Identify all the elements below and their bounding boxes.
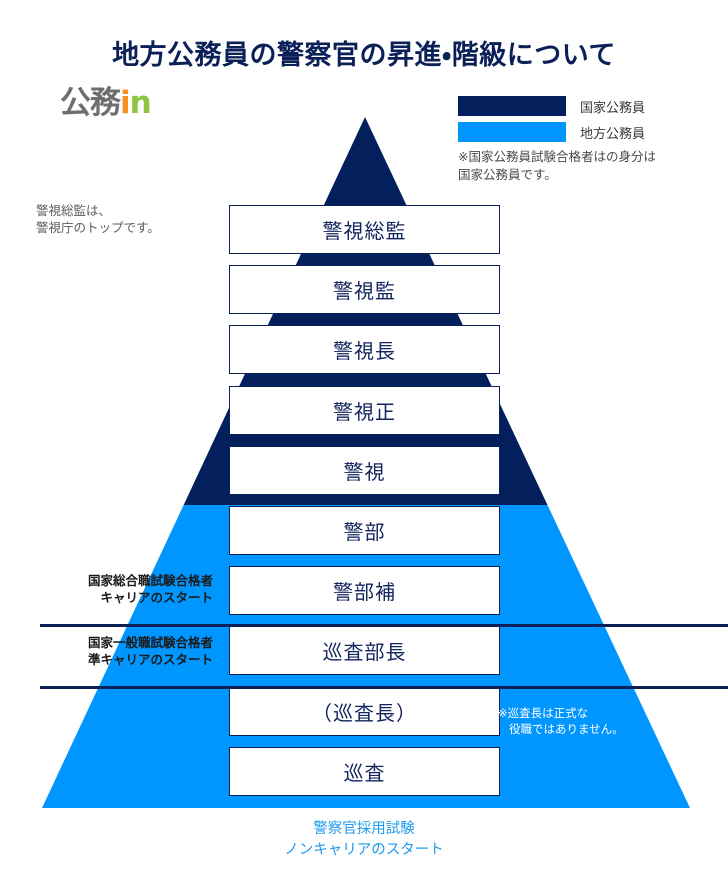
rank-label: 警視 <box>343 459 386 484</box>
rank-label: 警部 <box>343 520 386 544</box>
legend-swatch-local <box>458 122 566 142</box>
rank-label: 巡査 <box>343 760 386 785</box>
legend-label-national: 国家公務員 <box>580 100 646 116</box>
rank-label: 警視総監 <box>322 219 407 243</box>
logo-letter-n: n <box>129 85 152 121</box>
rank-label: 警部補 <box>333 580 396 605</box>
rank-label: 巡査部長 <box>322 640 407 665</box>
annotation-junsacho-line-2: 役職ではありません。 <box>509 721 624 736</box>
rank-box: 警視長 <box>229 325 500 375</box>
annotation-junsacho: ※巡査長は正式な 役職ではありません。 <box>498 706 624 737</box>
rank-box: 警視総監 <box>229 205 500 254</box>
legend-note-line-2: 国家公務員です。 <box>458 167 557 183</box>
legend-item-local: 地方公務員 <box>458 122 724 142</box>
rank-box: 警視正 <box>229 385 500 435</box>
annotation-keishi-sokan-line-2: 警視庁のトップです。 <box>36 219 160 235</box>
bottom-caption: 警察官採用試験 ノンキャリアのスタート <box>0 819 728 861</box>
legend-note: ※国家公務員試験合格者はの身分は 国家公務員です。 <box>458 148 724 184</box>
annotation-semi-career-start-line-1: 国家一般職試験合格者 <box>87 635 213 650</box>
rank-box: 警視監 <box>229 265 500 315</box>
rank-box: 警部補 <box>229 566 500 616</box>
annotation-semi-career-start: 国家一般職試験合格者 準キャリアのスタート <box>28 635 213 669</box>
annotation-keishi-sokan-line-1: 警視総監は、 <box>36 203 112 218</box>
bottom-caption-line-2: ノンキャリアのスタート <box>284 842 444 859</box>
legend-item-national: 国家公務員 <box>458 96 724 116</box>
site-logo: 公務in <box>60 85 152 121</box>
rank-label: 警視監 <box>333 279 396 304</box>
page-title: 地方公務員の警察官の昇進・階級について <box>112 40 616 71</box>
annotation-junsacho-line-1: ※巡査長は正式な <box>498 706 589 720</box>
rank-box: 警視 <box>229 445 500 495</box>
rank-box: 巡査 <box>229 746 500 796</box>
legend: 国家公務員 地方公務員 ※国家公務員試験合格者はの身分は 国家公務員です。 <box>458 96 724 184</box>
rank-label: （巡査長） <box>312 700 417 725</box>
divider-semi-career-line <box>40 686 728 689</box>
legend-swatch-national <box>458 96 566 116</box>
logo-text-komu: 公務 <box>60 85 121 121</box>
logo-letter-i: i <box>120 85 131 121</box>
annotation-career-start: 国家総合職試験合格者 キャリアのスタート <box>28 573 213 607</box>
rank-label: 警視正 <box>333 399 396 424</box>
rank-box: 巡査部長 <box>229 626 500 676</box>
bottom-caption-line-1: 警察官採用試験 <box>313 821 415 837</box>
rank-box: （巡査長） <box>229 686 500 736</box>
rank-label: 警視長 <box>333 339 396 364</box>
legend-label-local: 地方公務員 <box>580 126 646 142</box>
annotation-keishi-sokan: 警視総監は、 警視庁のトップです。 <box>36 203 211 237</box>
legend-note-line-1: ※国家公務員試験合格者はの身分は <box>458 149 656 164</box>
rank-box: 警部 <box>229 506 500 555</box>
annotation-semi-career-start-line-2: 準キャリアのスタート <box>87 651 213 667</box>
annotation-career-start-line-1: 国家総合職試験合格者 <box>87 573 213 588</box>
annotation-career-start-line-2: キャリアのスタート <box>100 589 213 605</box>
divider-career-line <box>40 624 728 627</box>
